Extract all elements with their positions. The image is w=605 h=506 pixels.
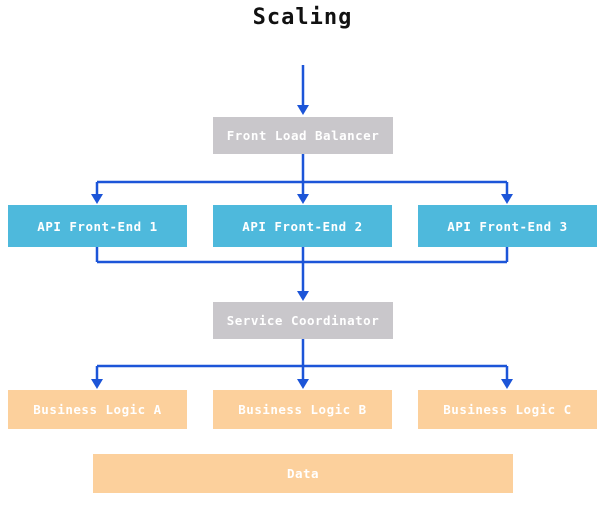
node-api-front-end-3: API Front-End 3: [418, 205, 597, 247]
node-business-logic-c: Business Logic C: [418, 390, 597, 429]
edge-service-coordinator-to-business-logic: [91, 339, 513, 389]
node-api-front-end-2: API Front-End 2: [213, 205, 392, 247]
node-front-load-balancer: Front Load Balancer: [213, 117, 393, 154]
node-api-front-end-1: API Front-End 1: [8, 205, 187, 247]
node-service-coordinator: Service Coordinator: [213, 302, 393, 339]
node-business-logic-a: Business Logic A: [8, 390, 187, 429]
node-business-logic-b: Business Logic B: [213, 390, 392, 429]
edge-api-front-ends-to-service-coordinator: [95, 247, 509, 301]
node-data: Data: [93, 454, 513, 493]
diagram-title: Scaling: [252, 5, 353, 30]
edge-title-to-front-load-balancer: [297, 65, 309, 115]
edge-front-load-balancer-to-api-front-ends: [91, 154, 513, 204]
